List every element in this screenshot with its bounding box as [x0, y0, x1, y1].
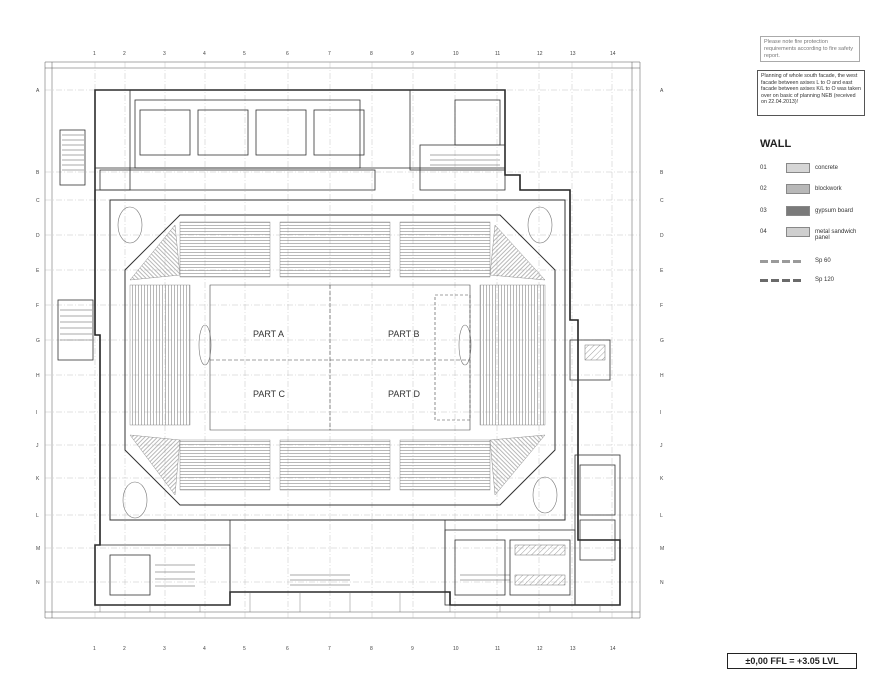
legend-label: blockwork: [815, 186, 842, 192]
grid-letter-label: C: [660, 198, 664, 204]
grid-number-label: 7: [328, 51, 331, 57]
part-a-label: PART A: [253, 329, 284, 339]
grid-number-label: 1: [93, 51, 96, 57]
grid-number-label: 11: [495, 646, 500, 652]
grid-number-label: 3: [163, 51, 166, 57]
grid-number-label: 13: [570, 51, 576, 57]
grid-letter-label: G: [660, 338, 664, 344]
grid-letter-label: D: [660, 233, 664, 239]
part-b-label: PART B: [388, 329, 420, 339]
grid-letter-label: J: [660, 443, 663, 449]
grid-number-label: 4: [203, 51, 206, 57]
grid-letter-label: E: [36, 268, 40, 274]
legend-swatch: [786, 206, 810, 216]
grid-letter-label: L: [36, 513, 39, 519]
grid-letter-label: D: [36, 233, 40, 239]
legend-swatch: [786, 163, 810, 173]
grid-number-label: 12: [537, 51, 543, 57]
grid-letter-label: I: [660, 410, 661, 416]
legend-code: 03: [760, 208, 767, 214]
top-rooms: [57, 89, 506, 361]
legend-title: WALL: [760, 138, 792, 150]
grid-letter-label: B: [36, 170, 40, 176]
grid-letter-label: N: [36, 580, 40, 586]
grid-letter-label: L: [660, 513, 663, 519]
grid-letter-label: I: [36, 410, 37, 416]
grid-number-label: 7: [328, 646, 331, 652]
level-reference: ±0,00 FFL = +3.05 LVL: [727, 653, 857, 669]
stairs: [60, 134, 510, 587]
grid-number-label: 14: [610, 646, 616, 652]
grid-number-label: 2: [123, 646, 126, 652]
grid-letter-label: C: [36, 198, 40, 204]
grid-number-label: 5: [243, 51, 246, 57]
grid-number-label: 13: [570, 646, 576, 652]
grid-number-label: 2: [123, 51, 126, 57]
grid-number-label: 3: [163, 646, 166, 652]
part-d-label: PART D: [388, 389, 421, 399]
grid-number-label: 8: [370, 51, 373, 57]
grid-letter-label: M: [660, 546, 664, 552]
grid-number-label: 9: [411, 646, 414, 652]
grid-number-label: 6: [286, 51, 289, 57]
facade-planning-note: Planning of whole south facade, the west…: [757, 70, 865, 116]
legend-code: 04: [760, 229, 767, 235]
grid-letter-label: F: [660, 303, 663, 309]
grid-number-label: 5: [243, 646, 246, 652]
grid-letter-label: H: [660, 373, 664, 379]
legend-code: 01: [760, 165, 767, 171]
fire-rating-line: [760, 279, 804, 282]
bottom-ticks: [99, 592, 601, 612]
grid-number-label: 4: [203, 646, 206, 652]
grid-number-label: 1: [93, 646, 96, 652]
grid-number-label: 10: [453, 51, 459, 57]
bottom-rooms: [94, 339, 621, 606]
grid-letter-label: H: [36, 373, 40, 379]
grid-number-label: 8: [370, 646, 373, 652]
seating-tiers: [129, 221, 546, 496]
fire-rating-label: Sp 120: [815, 277, 835, 283]
legend-label: metal sandwich panel: [815, 229, 857, 241]
grid-letter-label: A: [36, 88, 40, 94]
fire-rating-label: Sp 60: [815, 258, 831, 264]
grid-number-label: 14: [610, 51, 616, 57]
grid-number-label: 9: [411, 51, 414, 57]
grid-letter-label: B: [660, 170, 664, 176]
grid-number-label: 12: [537, 646, 543, 652]
grid-letter-label: K: [660, 476, 664, 482]
toilet-fixtures: [514, 344, 606, 586]
grid-number-label: 10: [453, 646, 459, 652]
legend-label: concrete: [815, 165, 839, 171]
fire-protection-note: Please note fire protection requirements…: [760, 36, 860, 62]
legend-label: gypsum board: [815, 208, 854, 214]
grid-letter-label: F: [36, 303, 39, 309]
fire-rating-line: [760, 260, 804, 263]
part-c-label: PART C: [253, 389, 286, 399]
planting: [117, 206, 558, 519]
grid-letter-label: K: [36, 476, 40, 482]
legend-swatch: [786, 227, 810, 237]
grid-number-label: 11: [495, 51, 500, 57]
legend-swatch: [786, 184, 810, 194]
grid-letter-label: N: [660, 580, 664, 586]
grid-letter-label: J: [36, 443, 39, 449]
grid-letter-label: M: [36, 546, 40, 552]
grid-letter-label: E: [660, 268, 664, 274]
grid-number-label: 6: [286, 646, 289, 652]
grid-letter-label: G: [36, 338, 40, 344]
grid-letter-label: A: [660, 88, 664, 94]
legend-code: 02: [760, 186, 767, 192]
playing-field: [209, 284, 471, 431]
